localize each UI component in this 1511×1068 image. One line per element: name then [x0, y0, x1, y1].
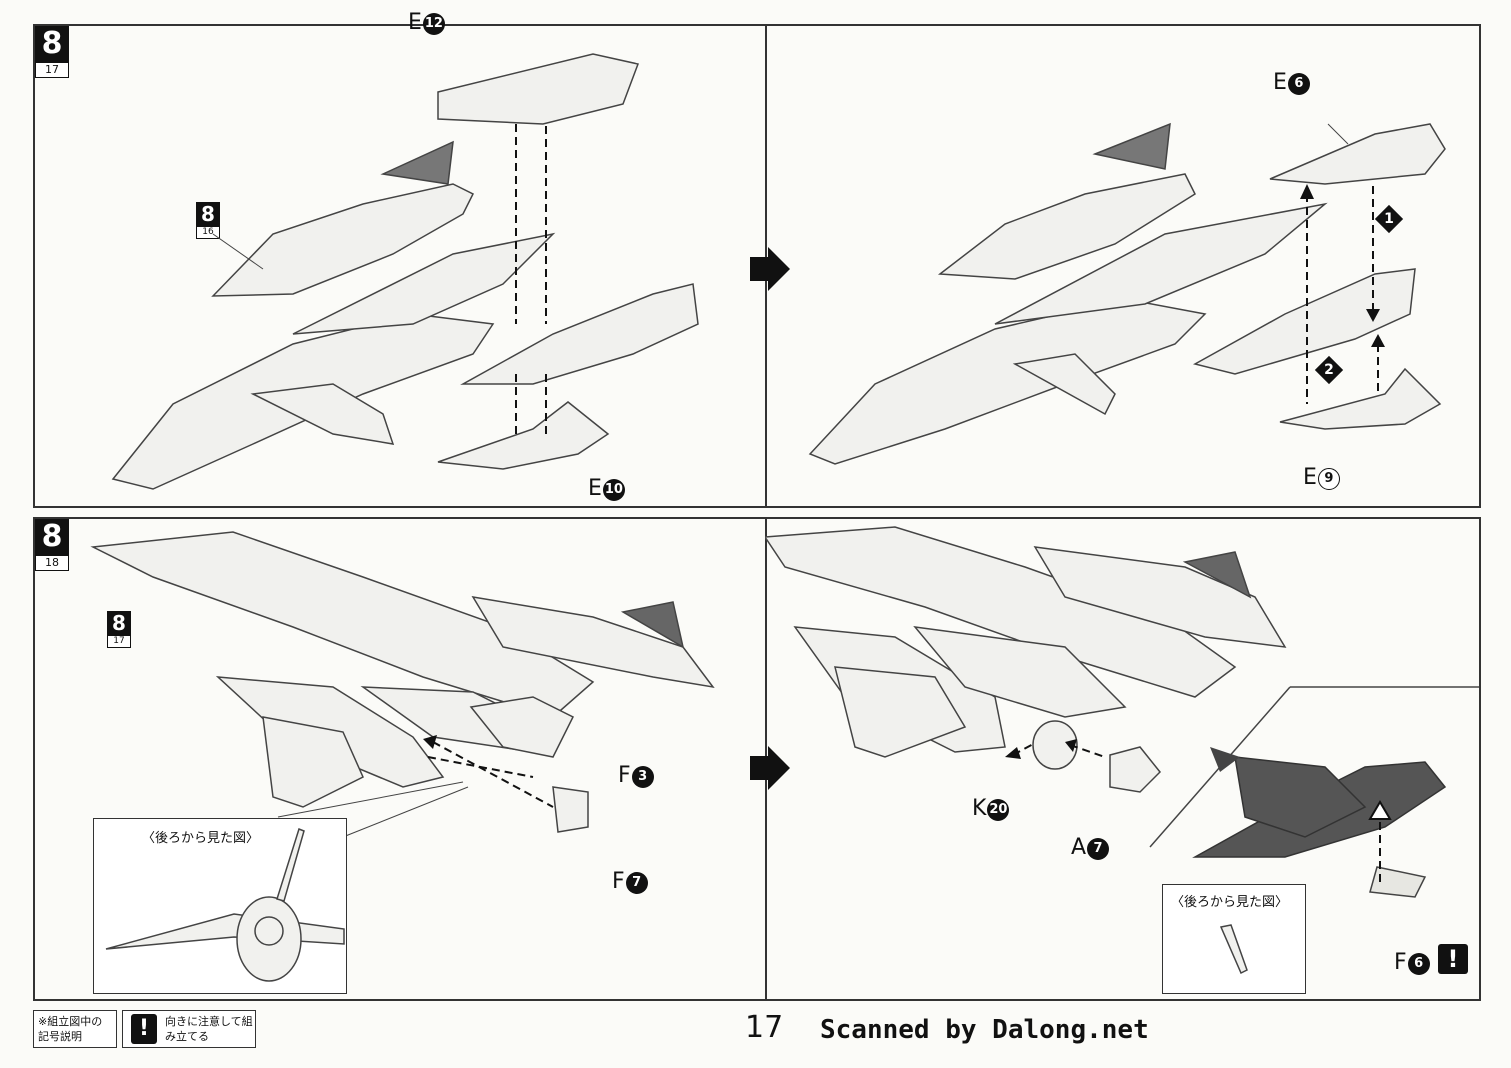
- step-number: 8: [35, 519, 69, 555]
- symbol-legend-item: ! 向きに注意して組み立てる: [122, 1010, 256, 1048]
- step-sub: 17: [35, 62, 69, 78]
- sequence-number: 2: [1324, 362, 1334, 378]
- scan-credit: Scanned by Dalong.net: [820, 1015, 1149, 1045]
- ref-sub: 17: [107, 635, 131, 648]
- rear-view-inset-left: 〈後ろから見た図〉: [93, 818, 347, 994]
- part-number: 6: [1287, 73, 1310, 95]
- step-number: 8: [35, 26, 69, 62]
- aircraft-drawing-step18-before: [90, 531, 715, 838]
- part-letter: K: [972, 796, 987, 821]
- aircraft-drawing-step17-after: [808, 122, 1446, 465]
- sequence-marker-1: 1: [1374, 204, 1404, 234]
- part-letter: E: [408, 10, 422, 35]
- rear-view-inset-right: 〈後ろから見た図〉: [1162, 884, 1306, 994]
- symbol-legend-heading: ※組立図中の記号説明: [33, 1010, 117, 1048]
- part-letter: E: [588, 476, 602, 501]
- part-number: 7: [1087, 838, 1110, 860]
- ref-badge-16: 8 16: [196, 202, 220, 239]
- part-number: 9: [1317, 468, 1340, 490]
- part-letter: E: [1273, 70, 1287, 95]
- part-letter: E: [1303, 465, 1317, 490]
- aircraft-drawing-step17-before: [111, 53, 699, 490]
- part-letter: A: [1071, 835, 1087, 860]
- part-number: 3: [631, 766, 654, 788]
- ref-number: 8: [107, 611, 131, 635]
- next-step-arrow-icon: [750, 247, 790, 291]
- part-number: 7: [625, 872, 648, 894]
- step-sub: 18: [35, 555, 69, 571]
- orientation-warning-icon: !: [131, 1014, 157, 1044]
- next-step-arrow-icon: [750, 746, 790, 790]
- legend-heading-text: ※組立図中の記号説明: [38, 1015, 103, 1043]
- part-letter: F: [618, 763, 631, 788]
- part-letter: F: [612, 869, 625, 894]
- part-number: 10: [602, 479, 625, 501]
- rear-view-title: 〈後ろから見た図〉: [1171, 895, 1289, 910]
- part-number: 12: [422, 13, 445, 35]
- rear-view-drawing: [1219, 924, 1248, 975]
- ref-badge-17: 8 17: [107, 611, 131, 648]
- ref-number: 8: [196, 202, 220, 226]
- rear-view-drawing: [105, 828, 345, 982]
- step-badge-17: 8 17: [35, 26, 69, 78]
- legend-item-text: 向きに注意して組み立てる: [165, 1015, 253, 1043]
- rear-view-title: 〈後ろから見た図〉: [142, 831, 260, 846]
- aircraft-drawing-step18-after: [765, 526, 1479, 898]
- part-letter: F: [1394, 950, 1407, 975]
- orientation-warning-icon: !: [1438, 944, 1468, 974]
- sequence-marker-2: 2: [1314, 355, 1344, 385]
- page-number: 17: [745, 1010, 784, 1045]
- part-number: 6: [1407, 953, 1430, 975]
- ref-sub: 16: [196, 226, 220, 239]
- sequence-number: 1: [1384, 211, 1394, 227]
- part-number: 20: [987, 799, 1010, 821]
- step-badge-18: 8 18: [35, 519, 69, 571]
